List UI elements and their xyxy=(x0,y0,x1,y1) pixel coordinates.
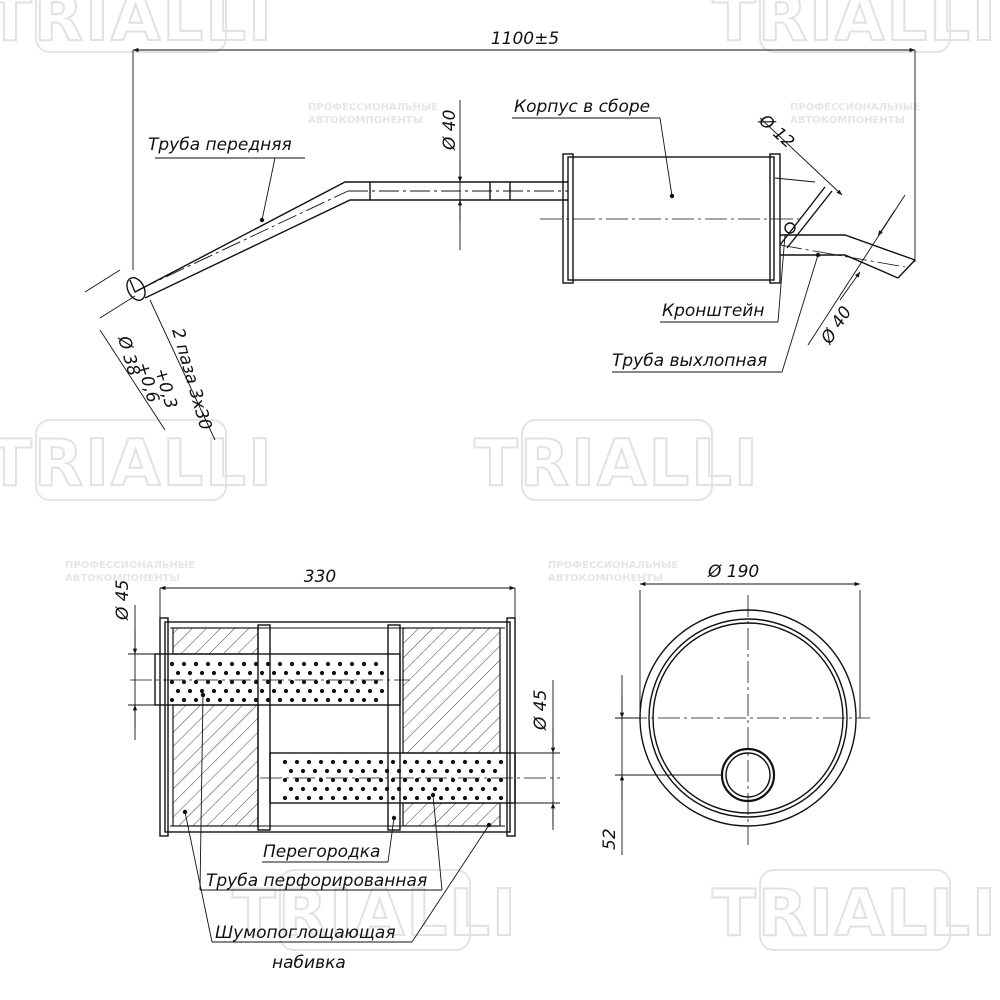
body-diameter-label: Ø 190 xyxy=(707,562,759,582)
watermark-tagline: ПРОФЕССИОНАЛЬНЫЕ xyxy=(308,102,438,113)
watermark-tagline: АВТОКОМПОНЕНТЫ xyxy=(548,573,663,584)
watermark-text: TRIALLI xyxy=(712,877,998,951)
body-leader xyxy=(659,117,673,197)
packing-label-line1: Шумопоглощающая xyxy=(215,923,396,943)
watermark-tagline: ПРОФЕССИОНАЛЬНЫЕ xyxy=(65,560,195,571)
watermark-text: TRIALLI xyxy=(0,427,274,501)
watermark-text: TRIALLI xyxy=(712,0,998,56)
partition xyxy=(257,624,271,831)
exhaust-pipe-label: Труба выхлопная xyxy=(612,351,767,371)
section-view: 330 Ø 45 xyxy=(113,567,560,973)
front-pipe-leader xyxy=(261,157,276,221)
muffler-body xyxy=(540,153,800,284)
watermark-logo: TRIALLI xyxy=(711,869,998,952)
end-view: Ø 190 52 xyxy=(600,562,870,855)
watermark-logo: TRIALLI xyxy=(473,419,760,502)
watermark-logo: TRIALLI xyxy=(0,0,274,57)
bracket: Ø 12 xyxy=(754,110,843,249)
body-length-label: 330 xyxy=(304,567,336,587)
bracket-leader xyxy=(777,234,786,323)
perforation-holes xyxy=(169,661,504,801)
overall-length-label: 1100±5 xyxy=(491,29,559,49)
watermark-tagline: ПРОФЕССИОНАЛЬНЫЕ xyxy=(548,560,678,571)
top-view: 1100±5 Труба передняя Ø 40 xyxy=(84,29,916,441)
inlet-perforated-pipe xyxy=(130,653,410,706)
front-pipe-diameter-label: Ø 40 xyxy=(440,110,460,151)
bracket-rod-dimension xyxy=(759,117,843,196)
front-pipe xyxy=(126,181,568,301)
body-label: Корпус в сборе xyxy=(514,97,650,117)
bracket-label: Кронштейн xyxy=(662,301,764,321)
exhaust-pipe-leader xyxy=(781,254,819,373)
inlet-end xyxy=(126,277,146,301)
watermark-logo: TRIALLI xyxy=(0,419,274,502)
watermark-text: TRIALLI xyxy=(474,427,760,501)
watermark-logo: TRIALLI xyxy=(231,869,518,952)
packing-label-line2: набивка xyxy=(272,953,346,973)
watermark-tagline: АВТОКОМПОНЕНТЫ xyxy=(308,115,423,126)
watermark-tagline: ПРОФЕССИОНАЛЬНЫЕ xyxy=(790,102,920,113)
exhaust-pipe-diameter-label: Ø 40 xyxy=(817,303,856,349)
section-outlet-diameter-label: Ø 45 xyxy=(531,690,551,731)
partition-label: Перегородка xyxy=(263,842,380,862)
perforated-pipe-label: Труба перфорированная xyxy=(206,871,427,891)
watermarks: TRIALLI TRIALLI TRIALLI TRIALLI TRIALLI … xyxy=(0,0,998,952)
outlet-perforated-pipe xyxy=(260,752,560,804)
exhaust-pipe xyxy=(779,234,916,279)
watermark-text: TRIALLI xyxy=(0,0,274,56)
inlet-diameter-dimension xyxy=(99,329,166,431)
front-pipe-label: Труба передняя xyxy=(148,135,292,155)
watermark-logo: TRIALLI xyxy=(711,0,998,57)
watermark-tagline: АВТОКОМПОНЕНТЫ xyxy=(65,573,180,584)
section-inlet-diameter-label: Ø 45 xyxy=(113,580,133,621)
slots-label: 2 паза 3x30 xyxy=(167,326,215,433)
watermark-text: TRIALLI xyxy=(232,877,518,951)
slots-leader xyxy=(149,299,216,441)
partition xyxy=(387,624,401,831)
watermark-tagline: АВТОКОМПОНЕНТЫ xyxy=(790,115,905,126)
offset-label: 52 xyxy=(600,828,620,850)
